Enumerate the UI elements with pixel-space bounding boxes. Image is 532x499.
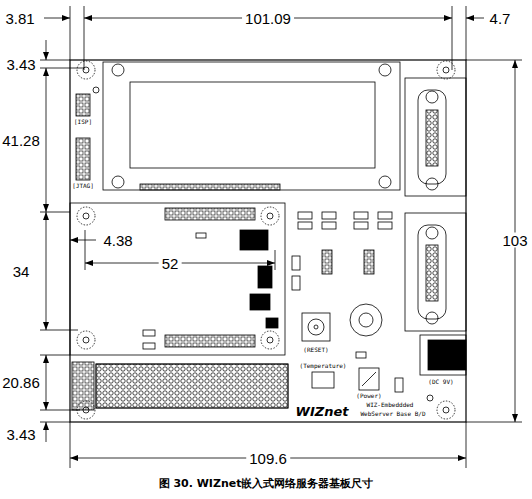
- board-silkscreen: [ISP]: [74, 119, 92, 125]
- figure-caption: 图 30. WIZnet嵌入式网络服务器基板尺寸: [159, 478, 374, 489]
- dimension-value: 52: [159, 256, 182, 271]
- dimension-value: 34: [13, 264, 30, 279]
- dimension-value: 3.43: [6, 427, 35, 442]
- board-silkscreen: WIZ-Embeddded: [367, 402, 414, 408]
- dimension-value: 4.7: [490, 11, 511, 26]
- dimension-value: 3.81: [5, 11, 34, 26]
- board-logo: WIZnet: [296, 405, 349, 418]
- board-silkscreen: (Temperature): [300, 363, 347, 369]
- board-silkscreen: (RESET): [303, 347, 328, 353]
- board-silkscreen: [JTAG]: [72, 183, 94, 189]
- dimension-value: 20.86: [2, 375, 40, 390]
- dimension-value: 101.09: [242, 11, 294, 26]
- board-silkscreen: (Power): [356, 393, 381, 399]
- dimension-value: 3.43: [6, 57, 35, 72]
- dimension-value: 103: [499, 233, 530, 248]
- dimension-value: 41.28: [2, 133, 40, 148]
- dimension-value: 4.38: [103, 233, 132, 248]
- board-silkscreen: WebServer Base B/D: [360, 411, 425, 417]
- board-silkscreen: (DC 9V): [428, 379, 453, 385]
- dimension-value: 109.6: [246, 451, 290, 466]
